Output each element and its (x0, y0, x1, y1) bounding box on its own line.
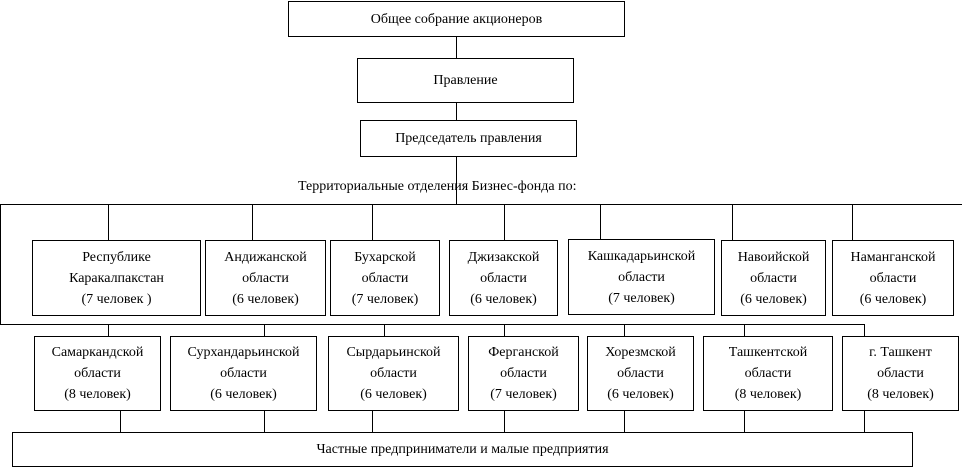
branch-region: области (744, 366, 792, 381)
branch-name: Сурхандарьинской (187, 345, 300, 360)
branch-name: Самаркандской (51, 345, 144, 360)
branch-staff: (7 человек) (608, 290, 675, 306)
branch-region: Каракалпакстан (69, 270, 164, 286)
branch-staff: (6 человек) (232, 291, 299, 307)
branch-region: области (370, 366, 417, 381)
branch-staff: (6 человек) (470, 291, 537, 307)
branch-box-jizzakh: Джизакской области (6 человек) (449, 240, 558, 316)
branch-region: области (618, 269, 665, 285)
branch-name: Сырдарьинской (346, 345, 441, 360)
branch-staff: (6 человек) (607, 387, 674, 402)
branch-box-kashkadarya: Кашкадарьинской области (7 человек) (568, 239, 715, 315)
branch-name: Навоийской (737, 249, 810, 265)
branch-staff: (7 человек ) (81, 291, 152, 307)
branch-region: области (220, 366, 267, 381)
branch-region: области (869, 270, 917, 286)
board-box: Правление (357, 58, 574, 103)
branch-box-tashkent-region: Ташкентской области (8 человек) (703, 336, 833, 411)
board-label: Правление (433, 73, 498, 88)
branch-name: Джизакской (467, 249, 540, 265)
branch-box-namangan: Наманганской области (6 человек) (832, 240, 954, 316)
branch-staff: (6 человек) (740, 291, 807, 307)
shareholders-meeting-box: Общее собрание акционеров (288, 1, 625, 37)
branch-box-syrdarya: Сырдарьинской области (6 человек) (328, 336, 459, 411)
branch-staff: (7 человек) (490, 387, 557, 402)
branch-region: области (480, 270, 527, 286)
branch-box-bukhara: Бухарской области (7 человек) (330, 240, 440, 316)
chairman-box: Председатель правления (360, 120, 577, 157)
branch-box-surkhandarya: Сурхандарьинской области (6 человек) (170, 336, 317, 411)
branch-staff: (6 человек) (360, 387, 427, 402)
branch-box-andijan: Андижанской области (6 человек) (205, 240, 326, 316)
branch-box-khorezm: Хорезмской области (6 человек) (587, 336, 694, 411)
branch-box-karakalpakstan: Республике Каракалпакстан (7 человек ) (32, 240, 201, 316)
entrepreneurs-label: Частные предприниматели и малые предприя… (316, 442, 609, 457)
branch-name: Кашкадарьинской (587, 248, 696, 264)
branch-staff: (8 человек) (64, 387, 131, 402)
branch-region: области (617, 366, 664, 381)
branch-region: области (750, 270, 797, 286)
branch-region: области (361, 270, 409, 286)
branch-name: Хорезмской (605, 345, 676, 360)
entrepreneurs-box: Частные предприниматели и малые предприя… (12, 432, 913, 467)
branch-staff: (8 человек) (734, 387, 802, 402)
branches-caption: Территориальные отделения Бизнес-фонда п… (298, 179, 577, 194)
branch-staff: (7 человек) (351, 291, 419, 307)
branch-region: области (242, 270, 289, 286)
shareholders-label: Общее собрание акционеров (370, 11, 543, 27)
branch-box-tashkent-city: г. Ташкент области (8 человек) (842, 336, 959, 411)
chairman-label: Председатель правления (395, 131, 542, 146)
branch-name: Ферганской (488, 345, 559, 360)
branch-name: Наманганской (850, 249, 936, 265)
branch-region: области (877, 366, 924, 381)
branch-name: Андижанской (224, 249, 307, 265)
branch-box-navoi: Навоийской области (6 человек) (721, 240, 826, 316)
branch-name: Бухарской (354, 249, 416, 265)
branch-box-fergana: Ферганской области (7 человек) (468, 336, 579, 411)
branch-staff: (8 человек) (867, 387, 934, 402)
branch-name: Ташкентской (728, 345, 808, 360)
branch-name: г. Ташкент (869, 345, 932, 360)
branch-box-samarkand: Самаркандской области (8 человек) (34, 336, 161, 411)
branch-name: Республике (82, 249, 151, 265)
branch-staff: (6 человек) (210, 387, 277, 402)
branch-region: области (500, 366, 547, 381)
branch-staff: (6 человек) (859, 291, 927, 307)
branch-region: области (74, 366, 121, 381)
